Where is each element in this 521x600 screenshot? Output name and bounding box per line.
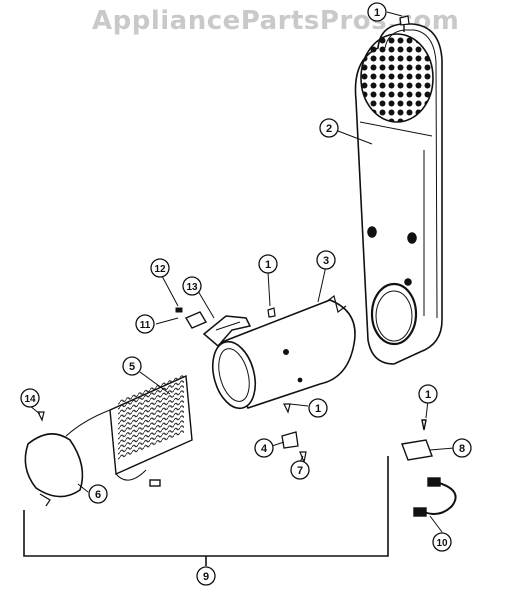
thermostat-disc	[175, 307, 208, 329]
screw-top	[399, 15, 410, 32]
heater-duct	[354, 23, 443, 365]
callout-label: 1	[374, 7, 380, 19]
callout-c13: 13	[182, 276, 202, 296]
callout-circle	[308, 398, 328, 418]
callout-c11: 11	[135, 314, 155, 334]
callout-c2: 2	[319, 118, 339, 138]
callout-circle	[88, 484, 108, 504]
callout-c1-mid: 1	[308, 398, 328, 418]
callout-circle	[258, 254, 278, 274]
callout-c3: 3	[316, 250, 336, 270]
callout-label: 11	[140, 320, 151, 331]
screw-mid	[283, 403, 291, 414]
callout-label: 3	[323, 255, 329, 267]
heater-housing	[211, 294, 356, 410]
callout-circle	[316, 250, 336, 270]
callout-label: 6	[95, 489, 101, 501]
callout-c5: 5	[122, 356, 142, 376]
callout-label: 13	[186, 282, 198, 293]
callout-c8: 8	[452, 438, 472, 458]
callout-label: 5	[129, 361, 135, 373]
callout-circle	[367, 2, 387, 22]
assembly-bracket	[23, 456, 389, 566]
callout-circle	[432, 532, 452, 552]
callout-c14: 14	[20, 388, 40, 408]
callout-circle	[20, 388, 40, 408]
callout-label: 10	[436, 538, 448, 549]
callout-circle	[452, 438, 472, 458]
callout-label: 4	[261, 443, 268, 455]
callout-c1-screw: 1	[258, 254, 278, 274]
callout-label: 2	[326, 123, 332, 135]
screw-housing	[267, 307, 276, 318]
callout-label: 9	[203, 571, 209, 583]
callout-c12: 12	[150, 258, 170, 278]
callout-label: 1	[425, 389, 431, 401]
callout-c9: 9	[196, 566, 216, 586]
callout-circle	[122, 356, 142, 376]
thermostat-right	[401, 419, 433, 461]
callout-label: 8	[459, 443, 465, 455]
callout-label: 12	[154, 264, 166, 275]
callout-label: 1	[315, 403, 321, 415]
callout-circle	[254, 438, 274, 458]
callout-c4: 4	[254, 438, 274, 458]
heating-element	[65, 373, 193, 487]
wire-harness	[413, 477, 457, 517]
callout-circle	[418, 384, 438, 404]
fuse-part-4	[281, 431, 299, 449]
callout-circle	[150, 258, 170, 278]
callout-circle	[135, 314, 155, 334]
callout-circle	[196, 566, 216, 586]
callout-circle	[182, 276, 202, 296]
callout-c1-top: 1	[367, 2, 387, 22]
callout-c6: 6	[88, 484, 108, 504]
leader-lines	[29, 11, 455, 533]
callout-label: 1	[265, 259, 271, 271]
callout-circle	[319, 118, 339, 138]
callout-circle	[290, 460, 310, 480]
callout-c10: 10	[432, 532, 452, 552]
callout-c1-right: 1	[418, 384, 438, 404]
heater-plate	[24, 433, 84, 507]
callout-c7: 7	[290, 460, 310, 480]
bracket	[202, 315, 252, 348]
callout-label: 14	[24, 394, 36, 405]
callout-label: 7	[297, 465, 303, 477]
